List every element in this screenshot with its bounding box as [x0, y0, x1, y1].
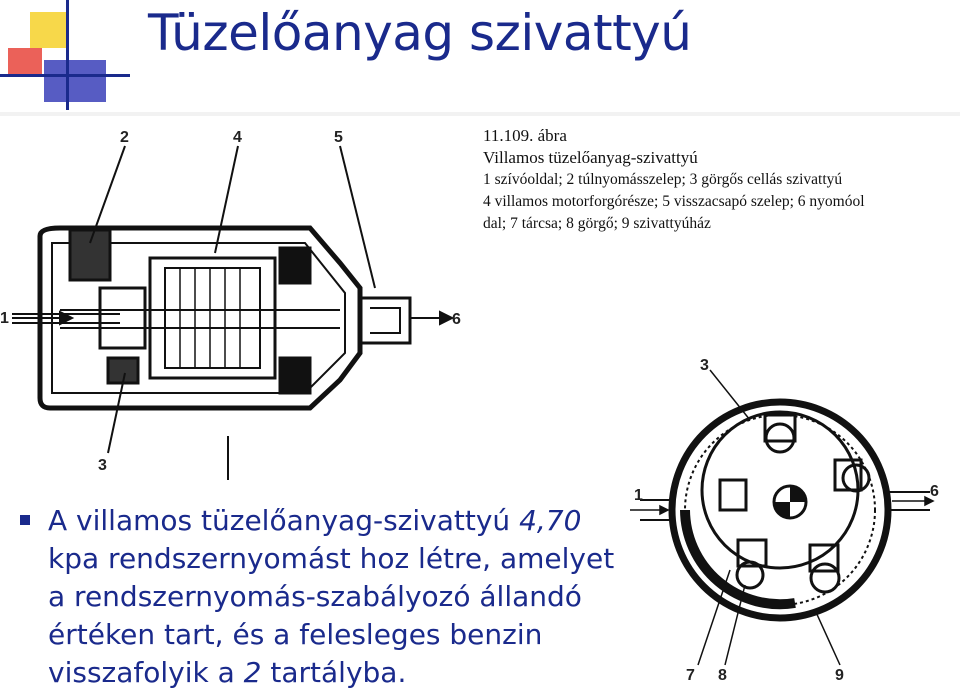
caption-number: 11.109. ábra [483, 126, 567, 145]
deco-blue-square [44, 60, 106, 102]
roller-label-8: 8 [718, 667, 727, 684]
bullet-item: A villamos tüzelőanyag-szivattyú 4,70 kp… [20, 502, 630, 692]
roller-label-9: 9 [835, 667, 844, 684]
deco-vertical-line [66, 0, 69, 110]
body-part-3: tartályba. [261, 656, 407, 689]
body-part-2: kpa rendszernyomást hoz létre, amelyet a… [48, 542, 615, 689]
body-part-1: A villamos tüzelőanyag-szivattyú [48, 504, 520, 537]
title-divider [0, 112, 960, 116]
page-title: Tüzelőanyag szivattyú [148, 4, 692, 62]
bullet-text: A villamos tüzelőanyag-szivattyú 4,70 kp… [48, 502, 630, 692]
pump-label-4: 4 [233, 129, 242, 146]
roller-label-1: 1 [634, 487, 643, 504]
pressure-value: 4,70 [519, 504, 582, 537]
caption-line-2: 4 villamos motorforgórésze; 5 visszacsap… [483, 193, 865, 210]
tank-reference: 2 [243, 656, 262, 689]
deco-red-square [8, 48, 42, 74]
deco-yellow-square [30, 12, 66, 48]
pump-label-5: 5 [334, 129, 343, 146]
figure-caption: 11.109. ábra Villamos tüzelőanyag-szivat… [483, 125, 960, 235]
caption-line-3: dal; 7 tárcsa; 8 görgő; 9 szivattyúház [483, 215, 711, 232]
rotor-hub [772, 484, 808, 520]
roller-label-6: 6 [930, 483, 939, 500]
deco-horizontal-line [0, 74, 130, 77]
pump-label-6: 6 [452, 311, 461, 328]
bullet-icon [20, 515, 30, 525]
roller-cell-pump-diagram: 3 1 6 7 8 9 [630, 357, 939, 684]
pump-cross-section-diagram: 1 2 3 4 5 6 [0, 129, 461, 480]
pump-label-2: 2 [120, 129, 129, 146]
caption-line-1: 1 szívóoldal; 2 túlnyomásszelep; 3 görgő… [483, 171, 843, 188]
roller-label-7: 7 [686, 667, 695, 684]
caption-title: Villamos tüzelőanyag-szivattyú [483, 148, 698, 167]
pump-label-3: 3 [98, 457, 107, 474]
pump-label-1: 1 [0, 310, 9, 327]
roller-label-3: 3 [700, 357, 709, 374]
corner-decoration [0, 0, 130, 110]
